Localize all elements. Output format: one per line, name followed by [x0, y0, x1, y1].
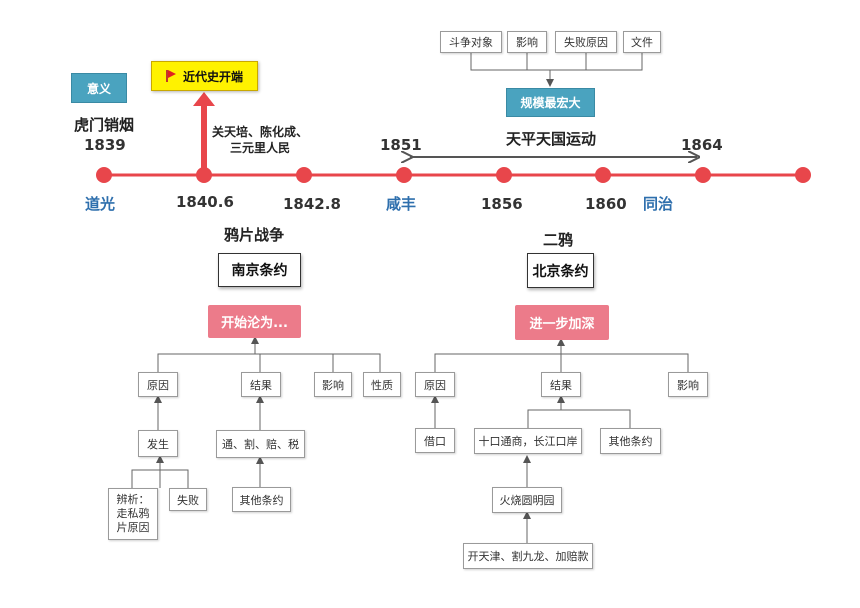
year-1856: 1856	[481, 195, 523, 213]
era-tongzhi: 同治	[643, 195, 674, 213]
war2-burning-yuanmingyuan: 火烧圆明园	[492, 487, 562, 513]
significance-label: 意义	[71, 73, 127, 103]
taiping-tag-documents: 文件	[623, 31, 661, 53]
war2-influence: 影响	[668, 372, 708, 397]
war1-result: 结果	[241, 372, 281, 397]
status-begin-decline: 开始沦为...	[208, 305, 301, 338]
year-1842-8: 1842.8	[283, 195, 341, 213]
humen-event-label: 虎门销烟	[74, 116, 135, 134]
opium-war-2-title: 二鸦	[543, 231, 574, 249]
year-1851: 1851	[380, 136, 422, 154]
year-1864: 1864	[681, 136, 723, 154]
battle-note-line1: 关天培、陈化成、	[212, 125, 309, 139]
war2-other-treaties: 其他条约	[600, 428, 661, 454]
war2-result: 结果	[541, 372, 581, 397]
war1-nature: 性质	[363, 372, 401, 397]
timeline-dots	[96, 167, 811, 183]
taiping-tag-failure-reasons: 失败原因	[555, 31, 617, 53]
beijing-treaty-box: 北京条约	[527, 253, 594, 288]
taiping-largest-scale: 规模最宏大	[506, 88, 595, 117]
war2-beijing-terms: 开天津、割九龙、加赔款	[463, 543, 593, 569]
war1-influence: 影响	[314, 372, 352, 397]
year-1840-6: 1840.6	[176, 193, 234, 211]
war1-other-treaties: 其他条约	[232, 487, 291, 512]
battle-note: 关天培、陈化成、 三元里人民	[212, 124, 308, 156]
year-1839: 1839	[84, 136, 126, 154]
year-1860: 1860	[585, 195, 627, 213]
modern-history-start-text: 近代史开端	[182, 69, 243, 84]
war1-occurrence: 发生	[138, 430, 178, 457]
war2-cause: 原因	[415, 372, 455, 397]
modern-history-start-box: 近代史开端	[151, 61, 258, 91]
war1-analysis-smuggling: 辨析：走私鸦片原因	[108, 488, 158, 540]
red-flag-icon	[165, 70, 177, 82]
era-daoguang: 道光	[85, 195, 116, 213]
battle-note-line2: 三元里人民	[230, 141, 291, 155]
status-further-deepen: 进一步加深	[515, 305, 609, 340]
taiping-tag-targets: 斗争对象	[440, 31, 502, 53]
war1-treaty-terms: 通、割、赔、税	[216, 430, 305, 458]
taiping-tag-influence: 影响	[507, 31, 547, 53]
war2-ports: 十口通商，长江口岸	[474, 428, 582, 454]
war2-pretext: 借口	[415, 428, 455, 453]
opium-war-1-title: 鸦片战争	[224, 226, 285, 244]
war1-failure: 失败	[169, 488, 207, 511]
war1-cause: 原因	[138, 372, 178, 397]
taiping-movement-label: 天平天国运动	[506, 130, 597, 148]
era-xianfeng: 咸丰	[386, 195, 417, 213]
nanjing-treaty-box: 南京条约	[218, 253, 301, 287]
